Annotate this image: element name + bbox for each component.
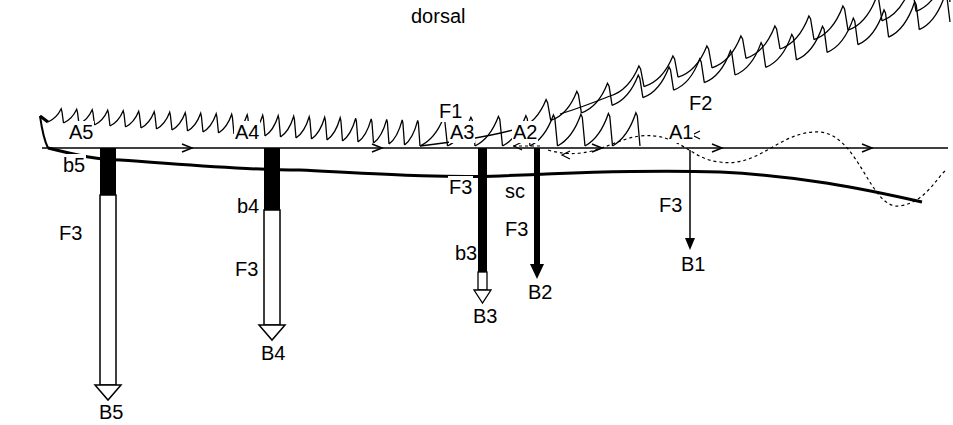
callout-label: b5 [62,154,86,176]
callout-label: sc [504,180,526,202]
force-bar [685,150,695,250]
callout-label: B4 [260,342,286,364]
dotted-path [548,132,946,206]
region-label: dorsal [410,5,466,27]
callout-label: F3 [234,258,259,280]
force-bar [474,148,491,303]
callout-label: A5 [68,121,94,143]
callout-label: A2 [512,121,538,143]
dotted-path [513,145,540,146]
callout-label: B3 [472,305,498,327]
body-tip [40,116,48,148]
callout-label: B2 [527,281,553,303]
callout-label: A3 [449,121,475,143]
callout-label: F1 [438,100,463,122]
tooth-base [420,96,610,146]
callout-label: A1 [668,121,694,143]
tooth-row [610,0,950,96]
tooth-row [48,109,420,146]
force-bar [530,148,544,279]
callout-label: F2 [688,92,713,114]
callout-label: B5 [98,401,124,423]
callout-label: b3 [454,242,478,264]
tooth-rows [48,0,950,146]
axis-line [42,147,948,149]
callout-label: F3 [58,222,83,244]
force-bar [95,148,121,400]
callout-label: F3 [504,218,529,240]
callout-label: F3 [448,176,473,198]
callout-label: b4 [236,195,260,217]
callout-label: B1 [680,253,706,275]
force-bar [259,148,285,340]
callout-label: F3 [658,194,683,216]
callout-label: A4 [234,121,260,143]
flow-arrows [182,144,872,152]
